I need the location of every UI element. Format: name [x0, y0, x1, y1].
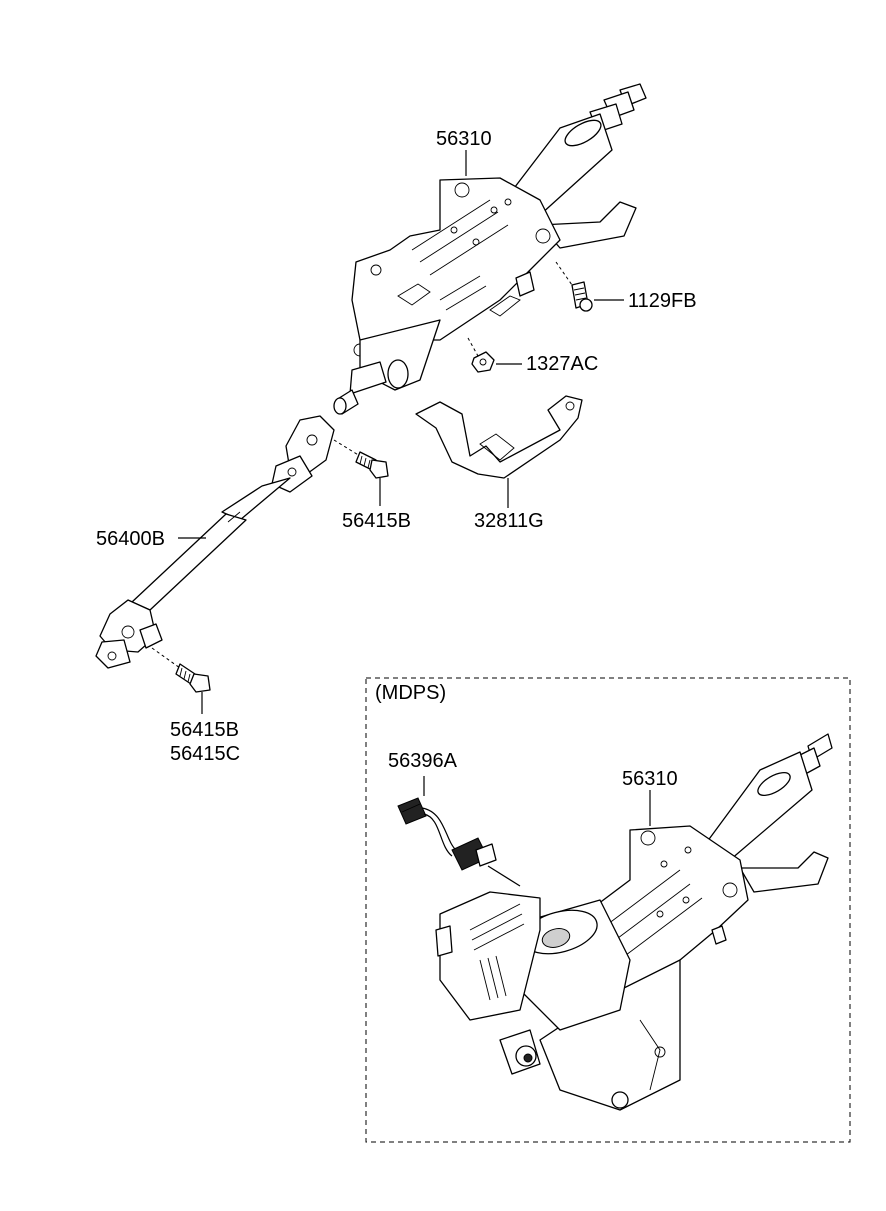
- leader-lines: [178, 150, 624, 539]
- label-56400b: 56400B: [96, 528, 165, 550]
- steering-column-assembly: [333, 83, 647, 415]
- label-56415b-lower: 56415B: [170, 719, 239, 741]
- label-56310-mdps: 56310: [622, 768, 678, 790]
- label-1327ac: 1327AC: [526, 353, 599, 375]
- mdps-column-assembly: [435, 733, 833, 1111]
- label-56415c: 56415C: [170, 743, 241, 765]
- bolt-56415b-upper: [333, 439, 389, 506]
- bolt-56415b-lower: [151, 647, 211, 714]
- bolt-1129fb: [555, 261, 593, 312]
- label-mdps-title: (MDPS): [375, 682, 447, 704]
- mdps-outline: [365, 677, 851, 1143]
- label-56310-upper: 56310: [436, 128, 492, 150]
- label-56415b-upper: 56415B: [342, 510, 411, 532]
- label-32811g: 32811G: [474, 510, 544, 532]
- label-56396a: 56396A: [388, 750, 457, 772]
- intermediate-shaft: [95, 415, 335, 669]
- nut-1327ac: [467, 337, 495, 373]
- bracket-32811g: [415, 395, 583, 479]
- mdps-connector-56396a: [397, 776, 521, 887]
- label-1129fb: 1129FB: [628, 290, 697, 312]
